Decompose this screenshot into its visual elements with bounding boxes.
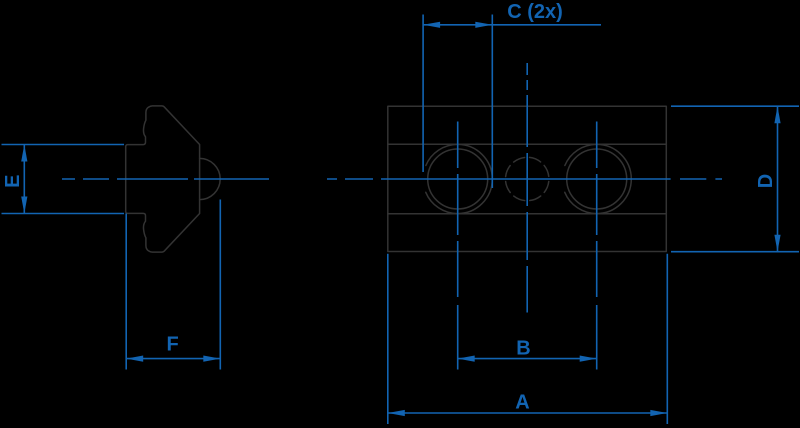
svg-text:D: D	[755, 174, 777, 188]
svg-text:C (2x): C (2x)	[507, 1, 563, 23]
svg-text:F: F	[166, 333, 178, 355]
svg-text:A: A	[515, 392, 529, 414]
svg-text:E: E	[2, 175, 24, 188]
svg-text:B: B	[516, 337, 530, 359]
